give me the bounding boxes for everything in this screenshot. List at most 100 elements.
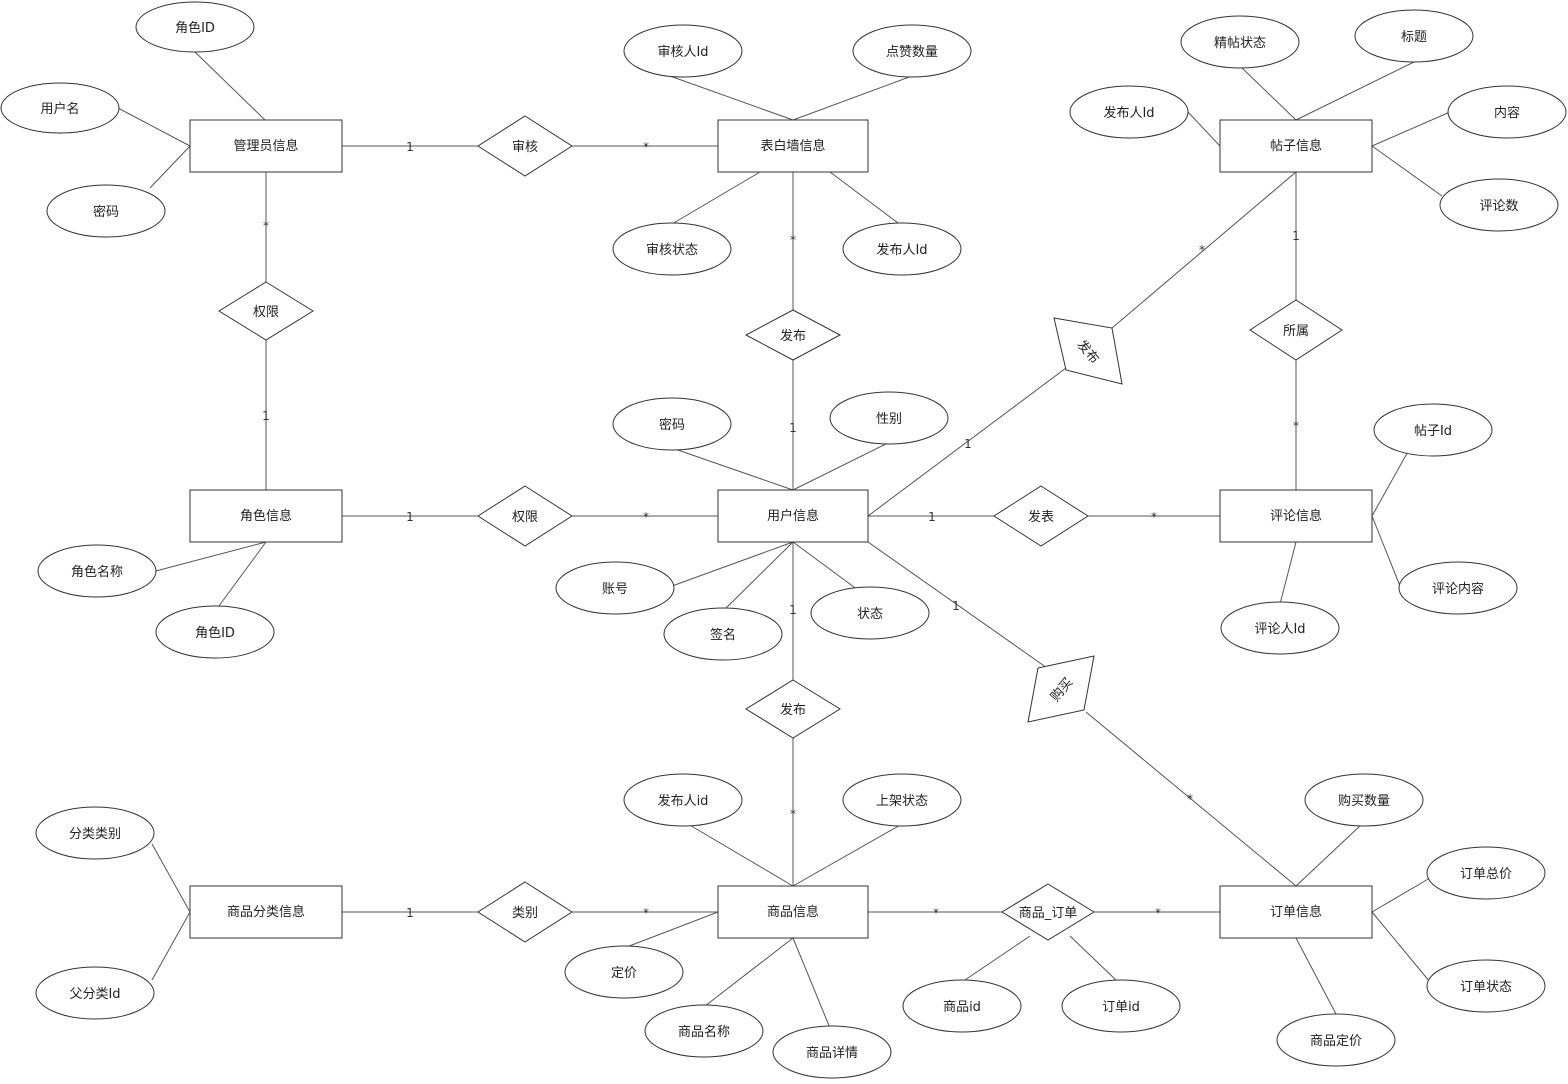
attr-post-comments-label: 评论数: [1479, 199, 1518, 214]
edge-admin-password: [149, 145, 191, 189]
edge-cat-parent: [151, 911, 191, 981]
card-admin-review: 1: [406, 140, 414, 154]
attr-admin-username[interactable]: 用户名: [0, 82, 120, 134]
rel-admin-confession[interactable]: 审核: [477, 115, 573, 177]
edge-user-signature: [721, 541, 794, 613]
attr-user-status-label: 状态: [857, 607, 883, 622]
attr-role-name[interactable]: 角色名称: [37, 544, 157, 598]
attr-admin-password[interactable]: 密码: [46, 184, 166, 238]
attr-conf-reviewer[interactable]: 审核人Id: [623, 24, 743, 78]
attr-cat-type[interactable]: 分类类别: [35, 806, 155, 860]
edge-comment-commenter: [1279, 541, 1297, 605]
card-user-publish3: 1: [789, 603, 797, 617]
rel-role-user[interactable]: 权限: [477, 485, 573, 547]
attr-user-signature[interactable]: 签名: [663, 607, 783, 661]
attr-post-publisher-label: 发布人Id: [1103, 105, 1154, 121]
edge-cat-type: [151, 843, 191, 913]
attr-user-gender[interactable]: 性别: [829, 391, 949, 445]
entity-post[interactable]: 帖子信息: [1219, 119, 1373, 173]
attr-conf-likes-label: 点赞数量: [886, 45, 938, 60]
attr-conf-publisher[interactable]: 发布人Id: [842, 222, 962, 276]
card-buy-order: *: [1187, 792, 1193, 806]
card-admin-perm: *: [263, 219, 269, 233]
edge-order-price: [1295, 937, 1337, 1015]
attr-post-title[interactable]: 标题: [1354, 9, 1474, 63]
attr-comment-commenter[interactable]: 评论人Id: [1220, 601, 1340, 655]
attr-comment-postid[interactable]: 帖子Id: [1373, 403, 1493, 457]
rel-admin-role[interactable]: 权限: [218, 281, 314, 341]
card-perm2-user: *: [643, 510, 649, 524]
rel-category-product[interactable]: 类别: [477, 881, 573, 943]
attr-admin-roleid[interactable]: 角色ID: [135, 1, 255, 53]
attr-comment-content[interactable]: 评论内容: [1398, 561, 1518, 615]
rel-user-product-label: 发布: [780, 702, 806, 718]
attr-role-id[interactable]: 角色ID: [155, 605, 275, 659]
card-type-product: *: [643, 906, 649, 920]
attr-order-status[interactable]: 订单状态: [1426, 959, 1546, 1013]
rel-product-order[interactable]: 商品_订单: [1001, 883, 1095, 941]
attr-cat-parent[interactable]: 父分类Id: [35, 966, 155, 1020]
attr-post-comments[interactable]: 评论数: [1439, 178, 1559, 232]
attr-po-orderid[interactable]: 订单id: [1061, 979, 1181, 1033]
card-post-publish2: *: [1199, 243, 1205, 257]
edge-comment-postid: [1371, 447, 1411, 517]
edge-user-gender: [792, 441, 891, 491]
entity-admin[interactable]: 管理员信息: [189, 119, 343, 173]
attr-conf-status[interactable]: 审核状态: [612, 222, 732, 276]
rel-post-user[interactable]: 发布: [1053, 317, 1123, 385]
entity-comment[interactable]: 评论信息: [1219, 489, 1373, 543]
attr-admin-password-label: 密码: [93, 204, 119, 220]
card-publish3-product: *: [790, 807, 796, 821]
attr-prod-detail[interactable]: 商品详情: [772, 1025, 892, 1079]
attr-admin-username-label: 用户名: [40, 101, 79, 117]
entity-post-label: 帖子信息: [1270, 138, 1322, 154]
rel-admin-role-label: 权限: [253, 304, 279, 320]
attr-cat-parent-label: 父分类Id: [69, 987, 120, 1002]
attr-post-publisher[interactable]: 发布人Id: [1069, 85, 1189, 139]
attr-admin-roleid-label: 角色ID: [175, 20, 215, 36]
edge-conf-reviewer: [669, 75, 794, 121]
entity-admin-label: 管理员信息: [233, 138, 298, 154]
attr-post-content[interactable]: 内容: [1447, 85, 1567, 139]
cardinality-marks: 1 * * 1 * 1 1 * * 1 1 * 1 * 1 * 1 * 1 * …: [262, 140, 1300, 920]
attr-order-total[interactable]: 订单总价: [1426, 846, 1546, 900]
rel-user-product[interactable]: 发布: [745, 679, 841, 739]
rel-post-comment[interactable]: 所属: [1249, 299, 1343, 361]
edge-post-comments: [1371, 145, 1443, 197]
attr-conf-reviewer-label: 审核人Id: [657, 45, 708, 60]
rel-user-order[interactable]: 购买: [1027, 655, 1095, 723]
edge-order-status: [1371, 911, 1431, 983]
attr-prod-listing[interactable]: 上架状态: [842, 773, 962, 827]
entity-user[interactable]: 用户信息: [717, 489, 869, 543]
entity-category[interactable]: 商品分类信息: [189, 885, 343, 939]
card-post-belong: 1: [1292, 229, 1300, 243]
attr-conf-likes[interactable]: 点赞数量: [852, 24, 972, 78]
entity-order[interactable]: 订单信息: [1219, 885, 1373, 939]
attr-po-productid[interactable]: 商品id: [902, 979, 1022, 1033]
edge-comment-content: [1371, 515, 1401, 587]
rel-confession-user[interactable]: 发布: [744, 309, 842, 361]
attr-user-password[interactable]: 密码: [612, 397, 732, 451]
edge-post-publish2: [1111, 171, 1297, 329]
attr-post-featured[interactable]: 精帖状态: [1180, 15, 1300, 69]
attr-order-quantity[interactable]: 购买数量: [1304, 773, 1424, 827]
entity-role[interactable]: 角色信息: [189, 489, 343, 543]
rel-user-comment[interactable]: 发表: [993, 485, 1089, 547]
attr-prod-publisher[interactable]: 发布人id: [623, 773, 743, 827]
attr-user-status[interactable]: 状态: [810, 586, 930, 640]
edge-order-quantity: [1295, 823, 1363, 887]
entity-confession[interactable]: 表白墙信息: [717, 119, 869, 173]
attr-user-account[interactable]: 账号: [555, 561, 675, 615]
attr-cat-type-label: 分类类别: [69, 827, 121, 842]
edge-publish2-user: [867, 367, 1067, 517]
attr-prod-name[interactable]: 商品名称: [644, 1004, 764, 1058]
attr-prod-price[interactable]: 定价: [564, 945, 684, 999]
edge-order-total: [1371, 877, 1431, 913]
attr-role-name-label: 角色名称: [71, 564, 123, 580]
card-perm-role: 1: [262, 409, 270, 423]
attr-order-price[interactable]: 商品定价: [1276, 1013, 1396, 1067]
card-role-perm2: 1: [406, 510, 414, 524]
entity-product[interactable]: 商品信息: [717, 885, 869, 939]
